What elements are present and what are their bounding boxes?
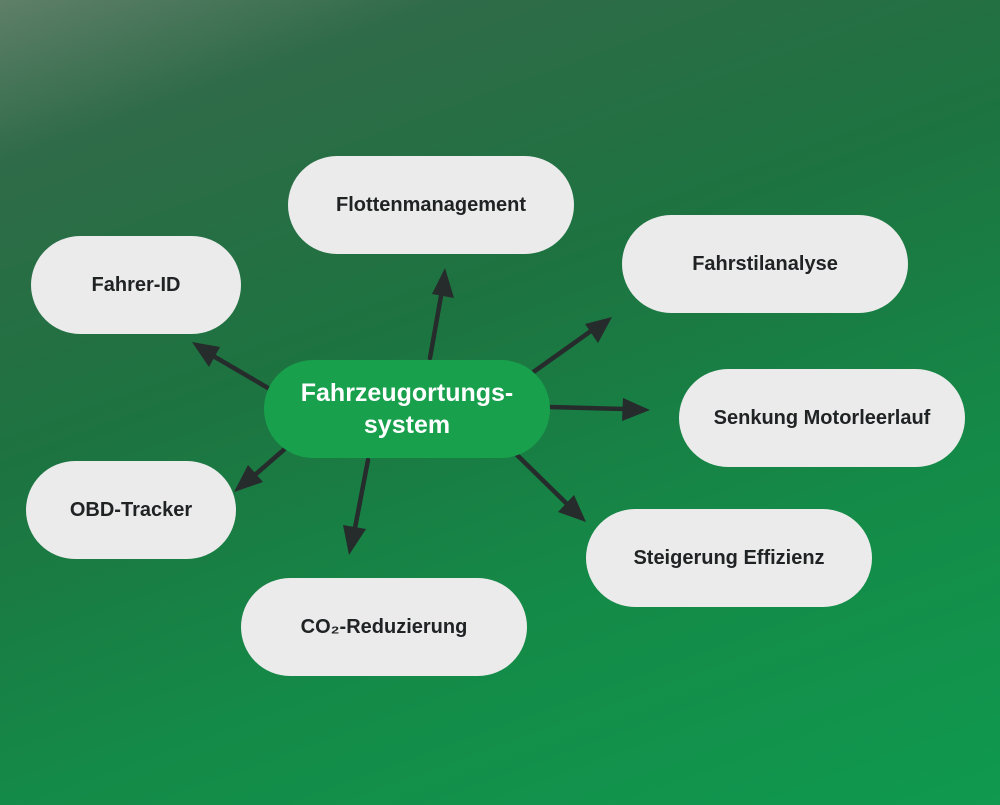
node-steigerung-effizienz: Steigerung Effizienz bbox=[586, 509, 872, 607]
node-senkung-motorleerlauf: Senkung Motorleerlauf bbox=[679, 369, 965, 467]
center-node-line-2: system bbox=[363, 411, 451, 439]
arrow-to-co2-reduzierung bbox=[343, 457, 371, 555]
arrow-to-fahrer-id bbox=[192, 342, 271, 391]
arrow-to-senkung-motorleerlauf bbox=[547, 398, 650, 421]
node-obd-tracker: OBD-Tracker bbox=[26, 461, 236, 559]
arrow-to-fahrstilanalyse bbox=[529, 317, 612, 376]
node-fahrer-id: Fahrer-ID bbox=[31, 236, 241, 334]
arrow-to-flottenmanagement bbox=[427, 268, 454, 361]
center-node-fahrzeugortungssystem: Fahrzeugortungs- system bbox=[264, 360, 550, 458]
node-fahrstilanalyse: Fahrstilanalyse bbox=[622, 215, 908, 313]
node-co2-reduzierung: CO₂-Reduzierung bbox=[241, 578, 527, 676]
arrow-to-steigerung-effizienz bbox=[512, 450, 586, 522]
center-node-line-1: Fahrzeugortungs- bbox=[300, 379, 514, 407]
node-flottenmanagement: Flottenmanagement bbox=[288, 156, 574, 254]
arrow-to-obd-tracker bbox=[234, 444, 290, 492]
